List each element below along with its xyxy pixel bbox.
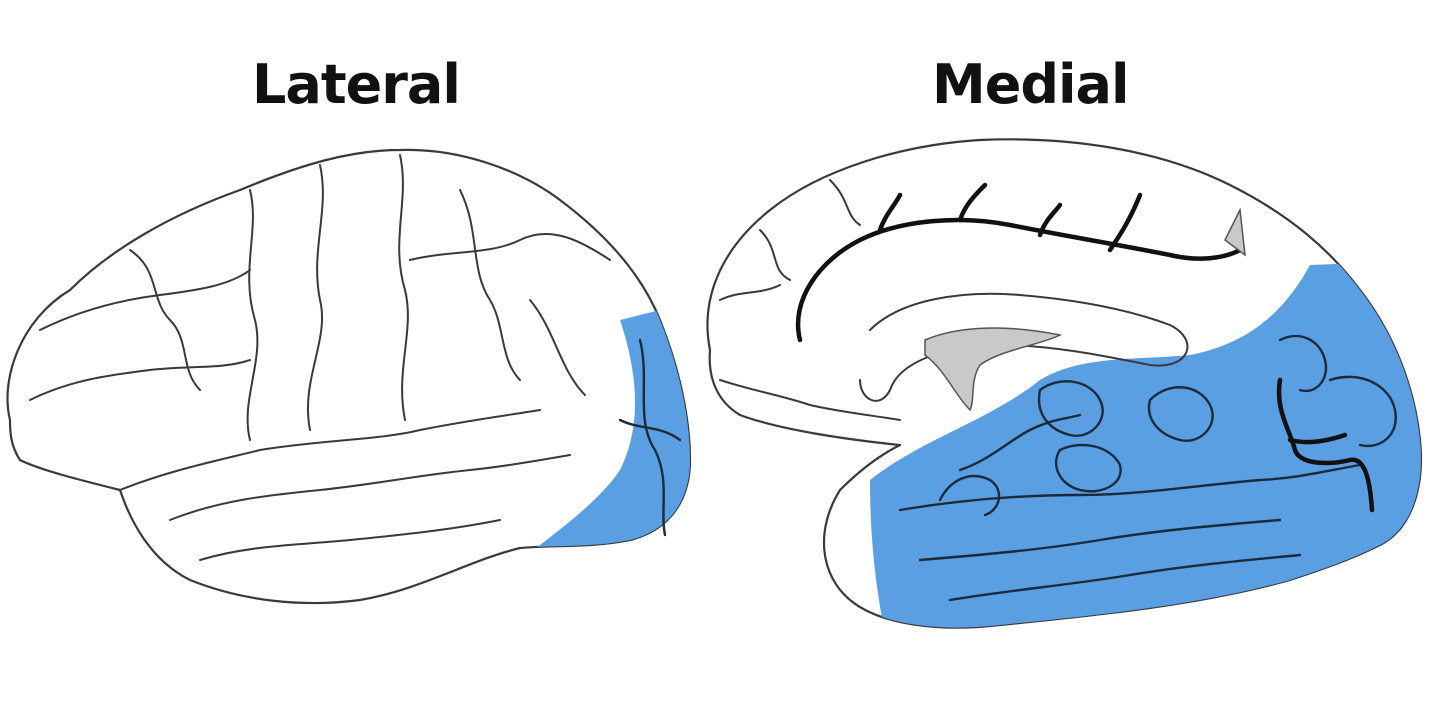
medial-calcarine-branch [1287,432,1348,445]
lateral-precentral-sulcus [246,189,259,441]
medial-occipital-loop [1328,375,1397,448]
lateral-view-title: Lateral [252,53,461,116]
medial-lateral-ventricle [924,327,1063,412]
medial-fusiform-loops [938,474,1001,517]
medial-cingulate-branch-2 [957,182,988,223]
lateral-superior-temporal [169,454,571,521]
medial-cingulate-branch-1 [877,192,903,233]
medial-inferior-temporal [948,553,1302,602]
medial-hippocampal-sulcus [958,413,1082,472]
lateral-inferior-temporal [199,519,501,561]
medial-view-title: Medial [932,53,1129,116]
lateral-brain [6,148,692,605]
lateral-central-sulcus [306,164,324,431]
medial-superior-gyrus [829,179,861,226]
lateral-parietal-gyrus [459,189,521,381]
medial-paracentral [1107,192,1143,253]
lateral-intraparietal [409,232,611,261]
lateral-inferior-frontal [29,359,251,401]
medial-lingual-gyrus [1147,386,1214,442]
medial-cingulate-sulcus [795,217,1243,343]
lateral-frontal-gyrus [129,249,201,391]
medial-collateral-sulcus [898,463,1362,512]
lateral-sylvian-fissure [119,409,541,491]
medial-brain [706,138,1422,629]
medial-parahippocampal-loop-2 [1054,443,1122,493]
lateral-occipital-highlight [520,300,690,560]
lateral-angular [529,299,586,396]
medial-parahippocampal-loop-1 [1037,380,1104,437]
medial-cuneus [1278,334,1328,393]
medial-calcarine-sulcus [1276,377,1375,513]
lateral-superior-frontal [39,269,251,331]
medial-frontal-sulcus-2 [719,379,901,421]
lateral-occipital-sulcus-2 [618,418,682,442]
medial-occipitotemporal-sulcus [918,518,1282,562]
medial-frontal-sulcus-3 [759,229,791,281]
medial-parieto-occipital-marker [1224,207,1246,257]
lateral-occipital-sulcus [638,338,667,537]
medial-frontal-sulcus-1 [719,284,781,301]
lateral-postcentral-sulcus [398,154,409,421]
medial-cingulate-branch-3 [1037,202,1063,238]
medial-corpus-callosum [859,292,1189,402]
